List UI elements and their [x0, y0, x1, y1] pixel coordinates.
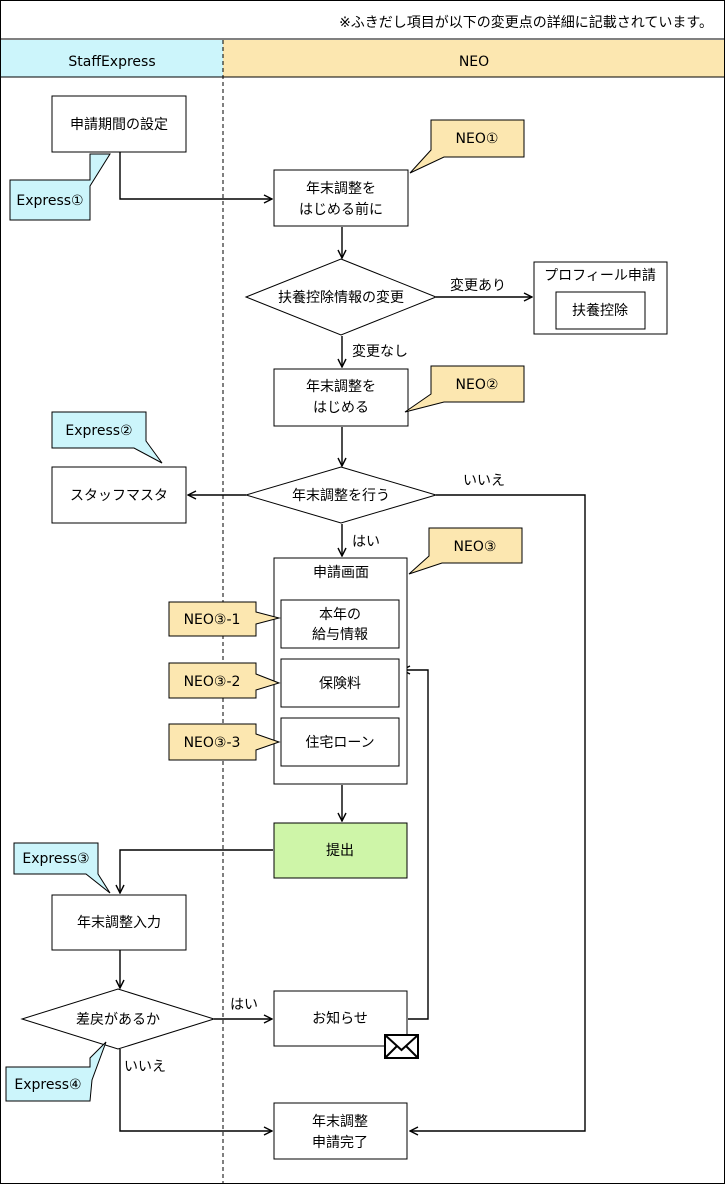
node-before-start-line2: はじめる前に	[299, 201, 383, 218]
node-perform-adjustment-label: 年末調整を行う	[292, 488, 390, 504]
node-submit	[273, 822, 408, 879]
node-submit-label: 提出	[326, 843, 354, 859]
node-start-adjustment	[273, 368, 409, 427]
node-housing-loan-label: 住宅ローン	[305, 735, 374, 751]
edge-period-to-start	[119, 152, 272, 199]
callout-neo1	[409, 119, 525, 174]
header-note: ※ふきだし項目が以下の変更点の詳細に記載されています。	[339, 14, 713, 31]
callout-neo3-2-label: NEO③-2	[184, 674, 241, 690]
node-has-return-label: 差戻があるか	[76, 1012, 160, 1028]
lane-label-staffexpress: StaffExpress	[68, 54, 155, 70]
node-application-screen-label: 申請画面	[313, 565, 369, 581]
node-dependent-deduction	[555, 291, 646, 330]
callout-express2-label: Express②	[65, 423, 132, 439]
callout-neo3	[408, 527, 523, 575]
lane-header-neo	[223, 40, 724, 77]
node-insurance-label: 保険料	[319, 676, 361, 692]
edge-label-no-1: いいえ	[463, 473, 505, 489]
decision-dependent-change	[244, 258, 438, 336]
lane-header-staffexpress	[1, 40, 223, 77]
edge-perform-no-to-complete	[410, 494, 586, 1131]
node-before-start-line1: 年末調整を	[306, 181, 376, 197]
callout-neo2-label: NEO②	[456, 377, 499, 393]
mail-envelope-icon	[384, 1034, 419, 1059]
node-salary-info	[280, 599, 400, 649]
callout-express2	[51, 411, 163, 464]
edge-label-yes-1: はい	[352, 534, 380, 550]
node-complete-line1: 年末調整	[312, 1114, 368, 1130]
callout-express1	[9, 153, 111, 221]
callout-neo3-3	[168, 723, 281, 761]
edge-label-yes-2: はい	[230, 997, 258, 1013]
node-dependent-change-label: 扶養控除情報の変更	[278, 289, 404, 306]
edge-label-not-changed: 変更なし	[352, 343, 408, 360]
node-profile-request-label: プロフィール申請	[544, 268, 656, 284]
callout-express3	[13, 842, 111, 894]
edge-label-changed: 変更あり	[450, 277, 506, 294]
callout-express4	[5, 1041, 107, 1102]
node-input-adjustment	[51, 894, 187, 951]
connectors	[119, 152, 586, 1131]
node-insurance	[280, 658, 400, 708]
lane-label-neo: NEO	[459, 54, 489, 70]
edge-return-no-to-complete	[119, 1049, 272, 1131]
node-staff-master	[51, 466, 187, 524]
node-staff-master-label: スタッフマスタ	[70, 488, 168, 504]
callout-neo3-1-label: NEO③-1	[184, 612, 241, 628]
node-housing-loan	[280, 717, 400, 767]
callout-neo2	[404, 365, 525, 413]
callout-neo3-2	[168, 662, 281, 699]
decision-perform-adjustment	[244, 466, 438, 524]
callout-express4-label: Express④	[14, 1077, 81, 1093]
edge-notice-to-insurance	[402, 670, 429, 1020]
edge-label-no-2: いいえ	[124, 1059, 166, 1075]
node-input-adjustment-label: 年末調整入力	[77, 915, 161, 931]
callout-neo3-1	[168, 601, 281, 637]
node-set-period	[51, 95, 187, 153]
node-complete	[273, 1102, 408, 1160]
node-before-start	[273, 169, 409, 227]
node-salary-info-line2: 給与情報	[312, 627, 368, 643]
node-salary-info-line1: 本年の	[319, 607, 361, 623]
callout-neo3-3-label: NEO③-3	[184, 735, 241, 751]
node-notice-label: お知らせ	[312, 1010, 368, 1027]
node-complete-line2: 申請完了	[312, 1135, 368, 1151]
callout-neo1-label: NEO①	[456, 131, 499, 147]
edge-submit-to-input	[120, 849, 273, 893]
node-start-adjustment-line1: 年末調整を	[306, 379, 376, 395]
node-set-period-label: 申請期間の設定	[70, 117, 168, 133]
callout-neo3-label: NEO③	[454, 539, 497, 555]
node-start-adjustment-line2: はじめる	[313, 400, 369, 416]
decision-has-return	[20, 988, 216, 1050]
node-dependent-deduction-label: 扶養控除	[572, 302, 628, 319]
callout-express3-label: Express③	[22, 851, 89, 867]
callout-express1-label: Express①	[16, 193, 83, 209]
